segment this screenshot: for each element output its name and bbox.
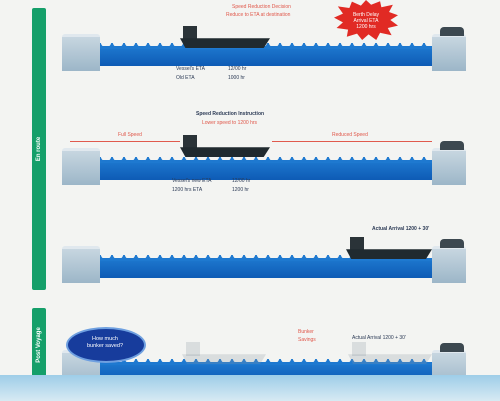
ship-bridge-icon [350, 237, 364, 251]
en-route-sidebar: En route [32, 8, 46, 290]
bunker-saved-oval [66, 327, 146, 363]
ship-icon [346, 249, 432, 259]
eta-label: Vessel's ETA [176, 66, 205, 72]
post-voyage-sidebar: Post Voyage [32, 308, 46, 382]
sea [100, 255, 432, 278]
sea [100, 157, 432, 180]
instruction-subtitle: Lower speed to 1200 hrs [202, 120, 258, 126]
old-eta-value: 1000 hr [228, 75, 245, 81]
decision-title: Speed Reduction Decision [232, 4, 291, 10]
actual-arrival-label: Actual Arrival 1200 + 30' [372, 226, 430, 232]
target-eta-label: 1200 hrs ETA [172, 187, 203, 193]
ghost-ship-icon [182, 354, 266, 364]
savings-label-line2: Savings [298, 337, 316, 343]
ship-bridge-icon [183, 135, 197, 149]
departure-port [62, 148, 100, 185]
sea [100, 43, 432, 66]
reduced-speed-route [272, 141, 432, 142]
arrival-port [432, 34, 466, 71]
ghost-ship-icon [348, 354, 432, 364]
new-eta-label: Vessel's new ETA [172, 178, 212, 184]
ghost-ship-bridge-icon [352, 342, 366, 356]
savings-label-line1: Bunker [298, 329, 314, 335]
ship-icon [180, 38, 270, 48]
arrival-port [432, 148, 466, 185]
ghost-ship-bridge-icon [186, 342, 200, 356]
full-speed-route [70, 141, 180, 142]
eta-value: 12/00 hr [228, 66, 247, 72]
port-building-icon [440, 239, 464, 248]
bottom-band [0, 375, 500, 401]
port-building-icon [440, 141, 464, 150]
actual-arrival-label: Actual Arrival 1200 + 30' [352, 335, 406, 341]
departure-port [62, 246, 100, 283]
arrival-port [432, 246, 466, 283]
ship-bridge-icon [183, 26, 197, 40]
port-building-icon [440, 343, 464, 352]
departure-port [62, 34, 100, 71]
bunker-saved-question: How much bunker saved? [86, 336, 124, 350]
old-eta-label: Old ETA [176, 75, 195, 81]
post-voyage-label: Post Voyage [36, 327, 42, 363]
decision-subtitle: Reduce to ETA at destination [226, 12, 291, 18]
full-speed-label: Full Speed [118, 132, 142, 138]
reduced-speed-label: Reduced Speed [332, 132, 368, 138]
new-eta-value: 12/00 hr [232, 178, 251, 184]
instruction-title: Speed Reduction Instruction [196, 111, 265, 117]
port-building-icon [440, 27, 464, 36]
berth-delay-text: Berth Delay Arrival ETA 1200 hrs [352, 12, 380, 30]
en-route-label: En route [36, 136, 42, 162]
ship-icon [180, 147, 270, 157]
target-eta-value: 1200 hr [232, 187, 249, 193]
